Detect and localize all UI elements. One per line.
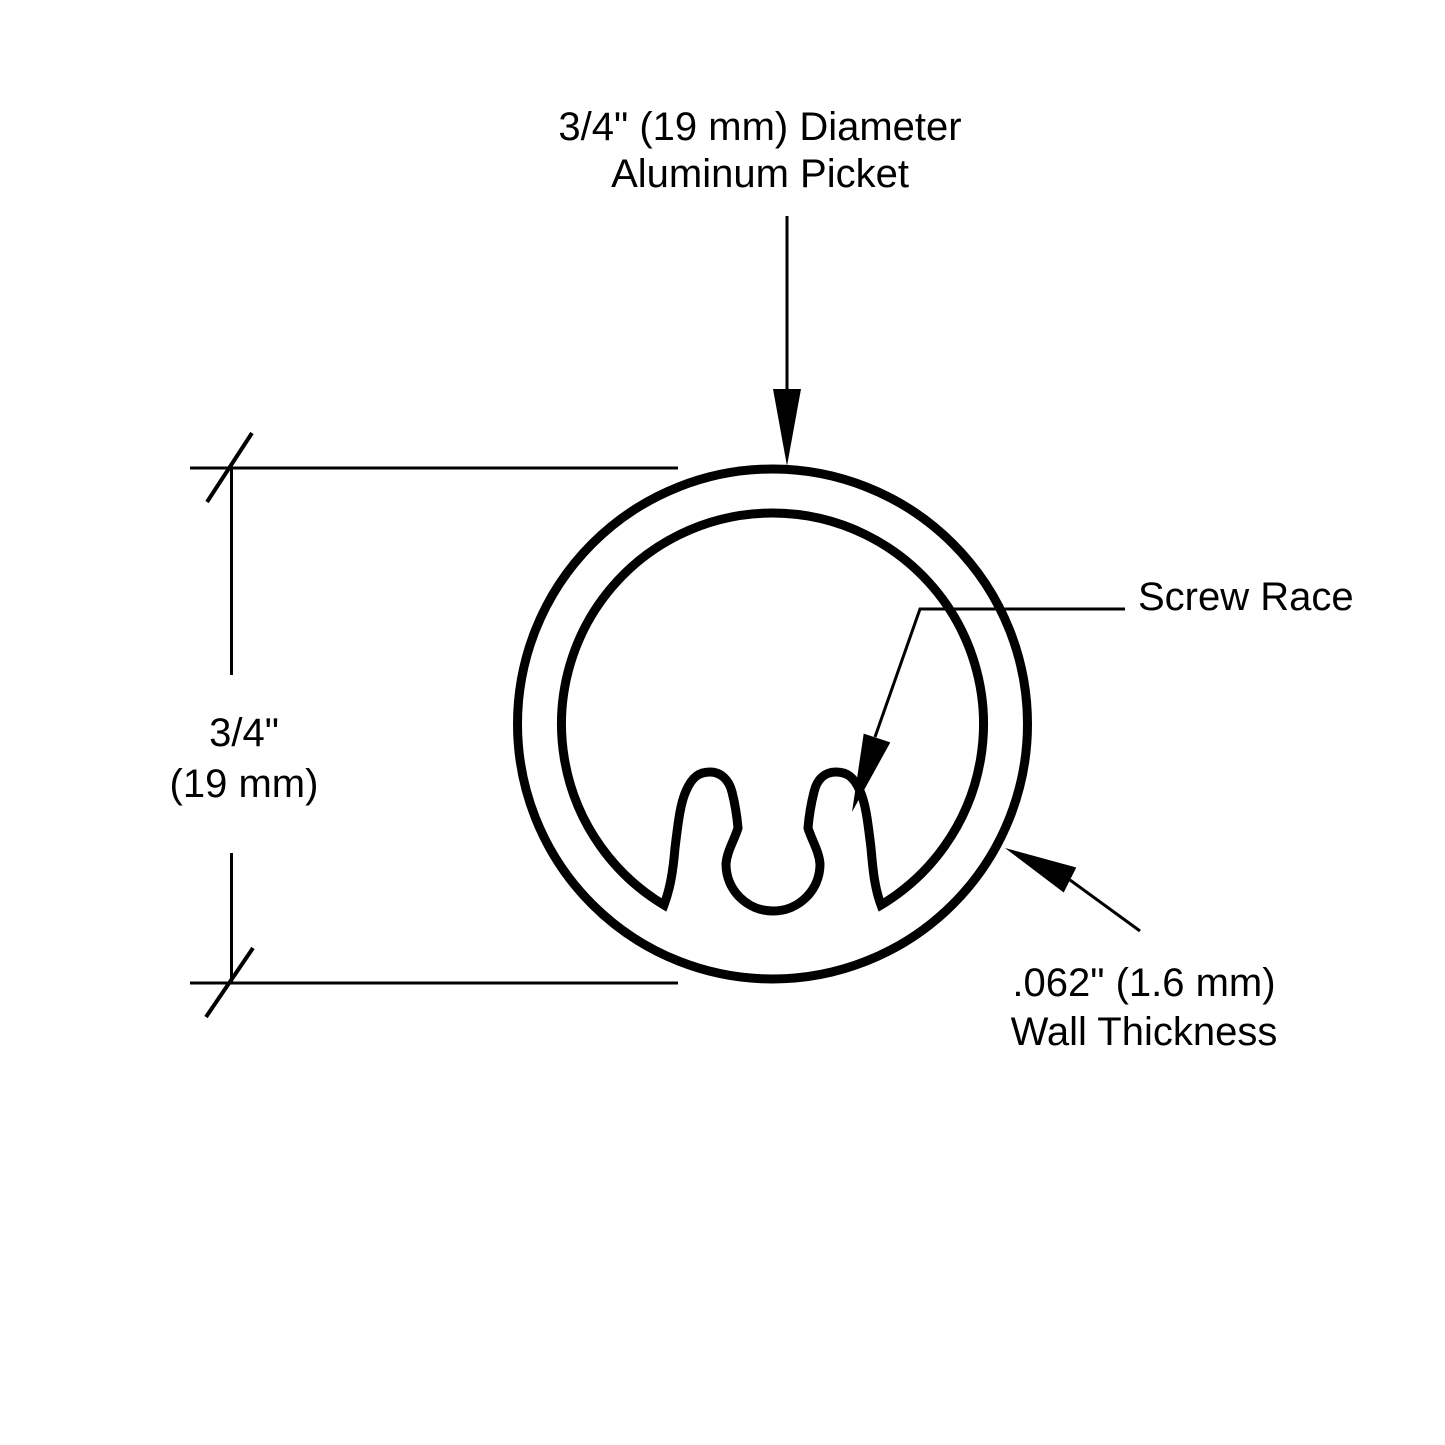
screw-race-label-text: Screw Race <box>1138 575 1354 619</box>
dimension-tick-top <box>205 431 254 504</box>
dimension-tick-bottom <box>204 946 255 1019</box>
diameter-arrowhead-icon <box>773 389 801 466</box>
height-dimension-label-line2: (19 mm) <box>169 762 319 806</box>
wall-thickness-label-line2: Wall Thickness <box>1010 1010 1278 1054</box>
screw-race-leader-arrow <box>852 607 1125 812</box>
wall-thickness-leader-arrow <box>1005 848 1141 933</box>
diameter-label: 3/4" (19 mm) Diameter Aluminum Picket <box>410 104 1110 198</box>
diameter-leader-arrow <box>773 216 801 466</box>
wall-thickness-label-line1: .062" (1.6 mm) <box>1012 961 1276 1005</box>
picket-outer-wall-circle <box>513 464 1032 984</box>
diameter-label-line2: Aluminum Picket <box>611 152 909 196</box>
diameter-label-line1: 3/4" (19 mm) Diameter <box>558 105 962 149</box>
screw-race-arrowhead-icon <box>852 733 891 812</box>
screw-race-label: Screw Race <box>1138 573 1354 621</box>
wall-thickness-label: .062" (1.6 mm) Wall Thickness <box>944 959 1344 1057</box>
height-dimension <box>190 431 678 1019</box>
height-dimension-label-line1: 3/4" <box>209 711 279 755</box>
picket-inner-wall-screw-race-profile <box>557 508 988 916</box>
wall-thickness-arrowhead-icon <box>1005 848 1077 893</box>
height-dimension-label: 3/4" (19 mm) <box>94 708 394 810</box>
screw-race-leader-line <box>873 607 1125 738</box>
wall-thickness-leader-line <box>1069 878 1141 933</box>
